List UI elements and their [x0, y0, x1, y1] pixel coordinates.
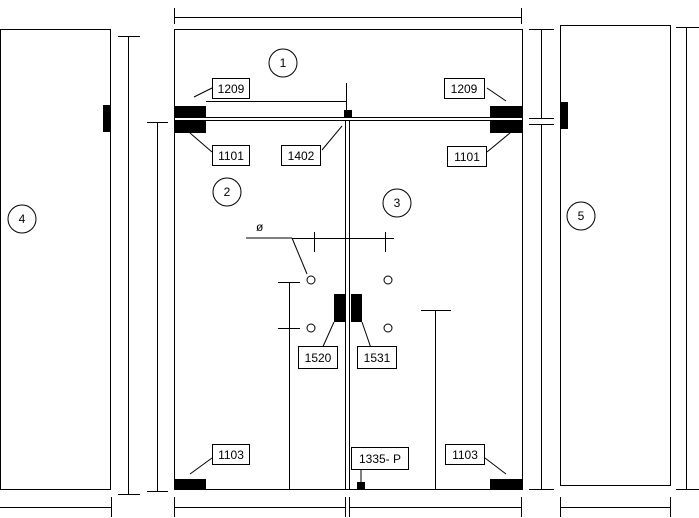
fitting-bottom-right-1103: [490, 479, 522, 490]
callout-box-1520: [298, 346, 338, 369]
callout-top-left-1209: 1209: [218, 82, 245, 96]
callout-box-upper-left-1101: [212, 145, 250, 166]
panel-5-marker: [566, 201, 596, 231]
callout-box-bottom-left-1103: [212, 444, 250, 465]
panel-3-marker: [382, 188, 412, 218]
hole-right-lower: [383, 323, 393, 333]
panel-1-marker: [268, 48, 298, 78]
opening-frame: [174, 29, 523, 490]
leader-top-right-1209: [486, 87, 507, 102]
hole-left-lower: [306, 323, 316, 333]
callout-box-1531: [357, 346, 397, 369]
fitting-top-left-1209: [175, 106, 206, 118]
callout-box-1335p: [351, 447, 409, 470]
diameter-leader-diag: [291, 237, 308, 275]
callout-box-upper-right-1101: [447, 146, 487, 167]
handle-right-1531: [351, 294, 362, 322]
callout-1335p: 1335- P: [359, 452, 401, 466]
side-panel-left-clamp: [103, 105, 111, 132]
leader-1402: [321, 125, 343, 151]
hole-left-upper: [306, 275, 316, 285]
leader-top-left-1209: [193, 87, 213, 98]
fitting-floor-lock-1335p: [357, 482, 365, 490]
leader-upper-left-1101: [189, 132, 213, 153]
callout-1531: 1531: [364, 351, 391, 365]
callout-upper-right-1101: 1101: [454, 150, 480, 164]
panel-2-marker: [212, 177, 242, 207]
leader-upper-right-1101: [486, 132, 511, 153]
side-panel-right-clamp: [560, 102, 568, 129]
fitting-upper-left-1101: [175, 121, 206, 133]
callout-box-top-left-1209: [212, 78, 250, 99]
callout-bottom-left-1103: 1103: [218, 448, 244, 462]
fitting-bottom-left-1103: [175, 479, 206, 490]
callout-box-bottom-right-1103: [445, 444, 485, 465]
side-panel-right: [560, 25, 671, 486]
fitting-upper-right-1101: [490, 121, 522, 133]
callout-box-top-right-1209: [444, 78, 485, 99]
panel-5-number: 5: [578, 209, 585, 223]
diameter-symbol: ø: [256, 220, 264, 234]
fitting-top-lock-1402: [344, 110, 352, 118]
callout-box-1402: [281, 145, 321, 166]
callout-1402: 1402: [288, 149, 315, 163]
leader-bottom-left-1103: [189, 457, 213, 475]
callout-upper-left-1101: 1101: [218, 149, 244, 163]
panel-3-number: 3: [394, 196, 401, 210]
side-panel-left: [0, 29, 111, 490]
callout-top-right-1209: 1209: [451, 82, 478, 96]
callout-bottom-right-1103: 1103: [452, 448, 478, 462]
panel-2-number: 2: [224, 185, 231, 199]
panel-4-number: 4: [19, 212, 26, 226]
hole-right-upper: [383, 275, 393, 285]
callout-1520: 1520: [305, 351, 332, 365]
panel-4-marker: [7, 204, 37, 234]
fitting-top-right-1209: [490, 106, 522, 118]
leader-bottom-right-1103: [484, 457, 507, 475]
handle-left-1520: [334, 294, 345, 322]
panel-1-number: 1: [280, 56, 287, 70]
